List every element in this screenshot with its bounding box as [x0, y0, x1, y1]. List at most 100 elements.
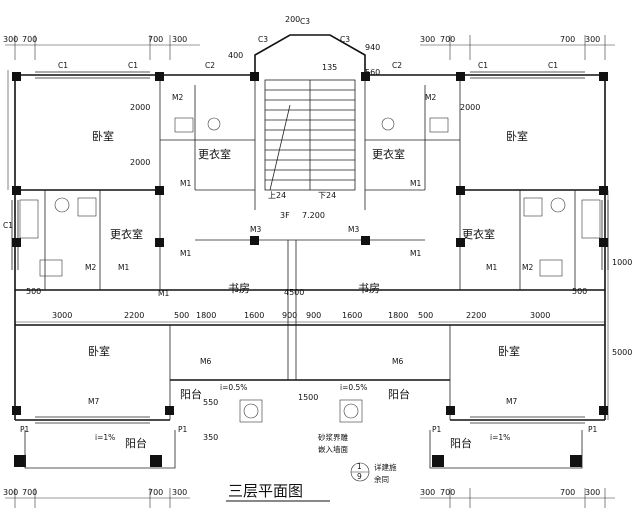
dim-vert-right-0: 2000	[460, 103, 480, 112]
dim-mid-8: 1600	[342, 311, 362, 320]
windows	[11, 71, 609, 424]
room-study-right: 书房	[358, 282, 380, 295]
slope-label: i=0.5%	[340, 383, 367, 392]
dim-mid-4: 1800	[196, 311, 216, 320]
dim-bottom-1: 700	[22, 488, 37, 497]
door-tag: M2	[425, 93, 436, 102]
dim-top-0: 300	[3, 35, 18, 44]
note-detail-ref: 详建施	[374, 462, 397, 472]
window-tag: C1	[58, 61, 68, 70]
dim-top-5: 700	[440, 35, 455, 44]
room-bedroom-se: 卧室	[498, 344, 520, 358]
dim-bottom-7: 300	[585, 488, 600, 497]
door-tag: M6	[200, 357, 211, 366]
window-tag: C1	[548, 61, 558, 70]
door-tag: M1	[180, 249, 191, 258]
door-tag: P1	[432, 425, 442, 434]
dim-bottom-5: 700	[440, 488, 455, 497]
dim-mid-0: 500	[26, 287, 41, 296]
note-parapet: 砂浆界雕	[318, 432, 348, 442]
door-tag: M2	[172, 93, 183, 102]
detail-index-sheet: 9	[357, 472, 362, 481]
drawing-title: 三层平面图	[228, 482, 303, 500]
dim-vert-left-0: 2000	[130, 103, 150, 112]
exterior-walls	[14, 34, 606, 421]
dim-bottom-6: 700	[560, 488, 575, 497]
door-tag: M1	[118, 263, 129, 272]
dim-top-940: 940	[365, 43, 380, 52]
room-balcony-right: 阳台	[388, 387, 410, 401]
dim-top-560: 560	[365, 68, 380, 77]
door-tag: M7	[88, 397, 99, 406]
dim-vert-1500: 1500	[298, 393, 318, 402]
detail-index-number: 1	[357, 462, 362, 471]
room-balcony-left: 阳台	[180, 387, 202, 401]
stair	[264, 79, 356, 191]
dim-top-4: 300	[420, 35, 435, 44]
terraces	[24, 430, 583, 469]
room-closet-nr: 更衣室	[372, 147, 405, 161]
door-tag: P1	[20, 425, 30, 434]
room-closet-er: 更衣室	[462, 227, 495, 241]
dim-mid-7: 900	[306, 311, 321, 320]
window-tag: C3	[258, 35, 268, 44]
room-bedroom-sw: 卧室	[88, 344, 110, 358]
dim-top-400: 400	[228, 51, 243, 60]
dim-top-1: 700	[22, 35, 37, 44]
dim-mid-3: 500	[174, 311, 189, 320]
door-tag: P1	[588, 425, 598, 434]
door-tag: M1	[410, 249, 421, 258]
dim-vert-350: 350	[203, 433, 218, 442]
door-tag: M1	[486, 263, 497, 272]
room-terrace-left: 阳台	[125, 436, 147, 450]
dim-top-3: 300	[172, 35, 187, 44]
room-bedroom-nw: 卧室	[92, 129, 114, 143]
dim-mid-5: 1600	[244, 311, 264, 320]
door-tag: M2	[522, 263, 533, 272]
dim-mid-12: 3000	[530, 311, 550, 320]
window-tag: C2	[205, 61, 215, 70]
dim-top-200: 200	[285, 15, 300, 24]
fixtures	[19, 117, 601, 482]
window-tag: C1	[3, 221, 13, 230]
room-bedroom-ne: 卧室	[506, 129, 528, 143]
dim-bottom-4: 300	[420, 488, 435, 497]
dim-mid-13: 500	[572, 287, 587, 296]
dim-mid-9: 1800	[388, 311, 408, 320]
dim-bottom-2: 700	[148, 488, 163, 497]
dim-top-6: 700	[560, 35, 575, 44]
door-tag: M1	[158, 289, 169, 298]
door-tag: M3	[348, 225, 359, 234]
slope-label: i=1%	[490, 433, 510, 442]
dim-vert-550: 550	[203, 398, 218, 407]
stair-down-label: 下24	[318, 191, 336, 200]
note-embed: 嵌入墙面	[318, 444, 348, 454]
elevation-label: 7.200	[302, 211, 325, 220]
slope-label: i=1%	[95, 433, 115, 442]
columns	[12, 72, 608, 467]
dim-mid-11: 2200	[466, 311, 486, 320]
room-study-left: 书房	[228, 282, 250, 295]
stair-up-label: 上24	[268, 191, 286, 200]
window-tag: C3	[340, 35, 350, 44]
door-tag: M7	[506, 397, 517, 406]
dim-vert-4500: 4500	[284, 288, 304, 297]
dim-vert-right-1: 1000	[612, 258, 632, 267]
dim-mid-6: 900	[282, 311, 297, 320]
dim-mid-1: 3000	[52, 311, 72, 320]
window-tag: C2	[392, 61, 402, 70]
dim-top-2: 700	[148, 35, 163, 44]
door-tag: M1	[410, 179, 421, 188]
floor-level-label: 3F	[280, 211, 290, 220]
dim-bottom-3: 300	[172, 488, 187, 497]
room-closet-wl: 更衣室	[110, 227, 143, 241]
window-tag: C1	[128, 61, 138, 70]
dim-bottom-0: 300	[3, 488, 18, 497]
door-tag: P1	[178, 425, 188, 434]
room-terrace-right: 阳台	[450, 436, 472, 450]
note-detail-same: 余同	[374, 474, 389, 484]
interior-walls	[44, 75, 576, 420]
dimension-lines	[5, 35, 615, 508]
door-tag: M2	[85, 263, 96, 272]
